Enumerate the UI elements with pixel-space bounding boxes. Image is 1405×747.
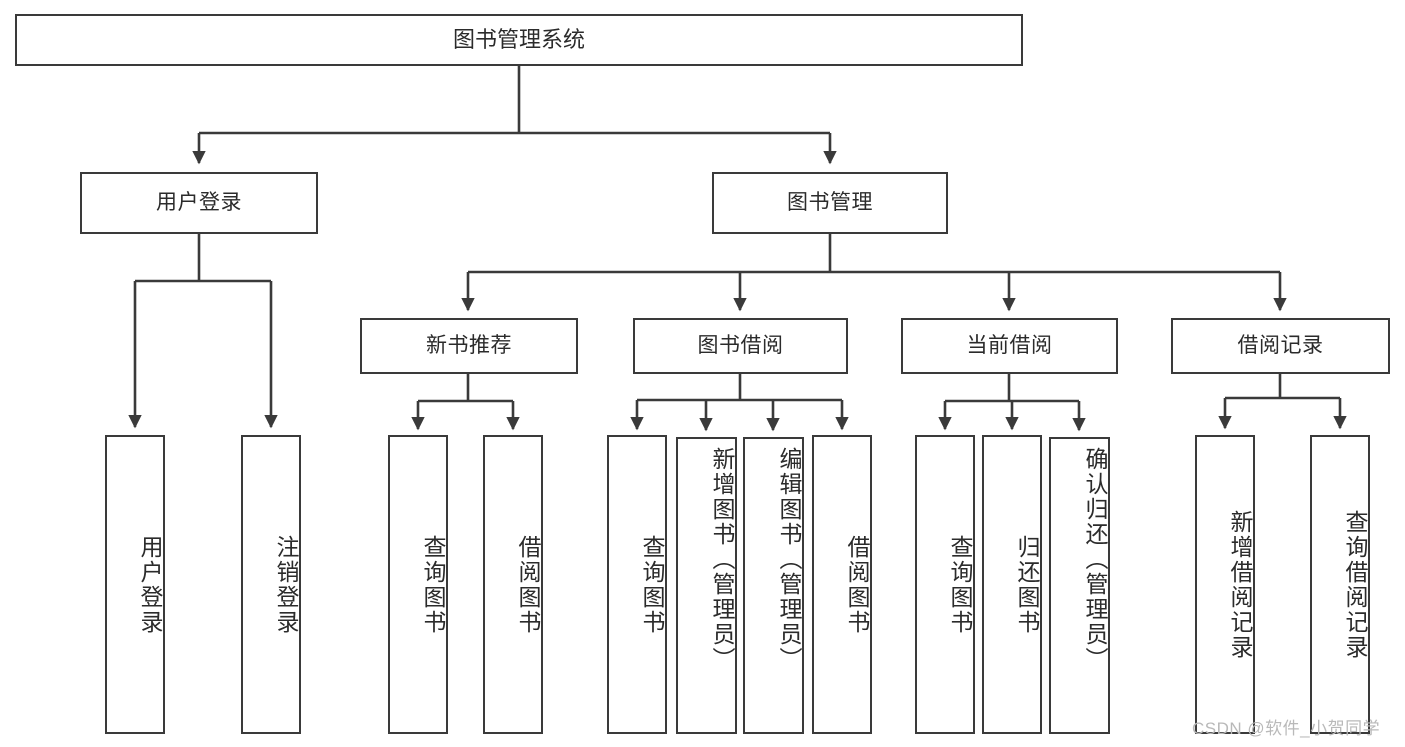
leaf-borrow-query-book[interactable]: 查询图书	[607, 435, 667, 734]
node-label: 新书推荐	[426, 333, 512, 357]
node-label: 图书管理	[787, 190, 873, 214]
node-root-system[interactable]: 图书管理系统	[15, 14, 1023, 66]
node-label: 编辑图书（管理员）	[776, 447, 802, 672]
node-label: 借阅图书	[844, 534, 870, 635]
node-book-management[interactable]: 图书管理	[712, 172, 948, 234]
leaf-records-add-record[interactable]: 新增借阅记录	[1195, 435, 1255, 734]
leaf-user-login-login[interactable]: 用户登录	[105, 435, 165, 734]
node-label: 借阅记录	[1237, 333, 1324, 357]
node-label: 用户登录	[156, 190, 242, 214]
node-label: 查询图书	[947, 534, 973, 635]
node-book-borrow[interactable]: 图书借阅	[633, 318, 848, 374]
node-label: 归还图书	[1014, 534, 1040, 635]
node-label: 用户登录	[137, 534, 163, 635]
node-borrow-records[interactable]: 借阅记录	[1171, 318, 1390, 374]
leaf-borrow-borrow-book[interactable]: 借阅图书	[812, 435, 872, 734]
leaf-records-query-record[interactable]: 查询借阅记录	[1310, 435, 1370, 734]
leaf-borrow-edit-book-admin[interactable]: 编辑图书（管理员）	[743, 437, 804, 734]
node-label: 图书借阅	[697, 333, 784, 357]
leaf-current-return-book[interactable]: 归还图书	[982, 435, 1042, 734]
leaf-borrow-add-book-admin[interactable]: 新增图书（管理员）	[676, 437, 737, 734]
node-label: 借阅图书	[515, 534, 541, 635]
leaf-user-login-logout[interactable]: 注销登录	[241, 435, 301, 734]
node-current-borrow[interactable]: 当前借阅	[901, 318, 1118, 374]
leaf-current-query-book[interactable]: 查询图书	[915, 435, 975, 734]
node-user-login[interactable]: 用户登录	[80, 172, 318, 234]
node-label: 当前借阅	[966, 333, 1053, 357]
node-label: 查询借阅记录	[1342, 509, 1368, 660]
node-label: 查询图书	[639, 534, 665, 635]
node-label: 图书管理系统	[452, 27, 585, 53]
node-new-book-recommend[interactable]: 新书推荐	[360, 318, 578, 374]
node-label: 新增图书（管理员）	[709, 447, 735, 672]
node-label: 新增借阅记录	[1227, 509, 1253, 660]
node-label: 确认归还（管理员）	[1082, 447, 1108, 672]
node-label: 注销登录	[273, 534, 299, 635]
leaf-current-confirm-return-admin[interactable]: 确认归还（管理员）	[1049, 437, 1110, 734]
leaf-recommend-query-book[interactable]: 查询图书	[388, 435, 448, 734]
node-label: 查询图书	[420, 534, 446, 635]
csdn-watermark: CSDN @软件_小贺同学	[1192, 719, 1381, 738]
leaf-recommend-borrow-book[interactable]: 借阅图书	[483, 435, 543, 734]
